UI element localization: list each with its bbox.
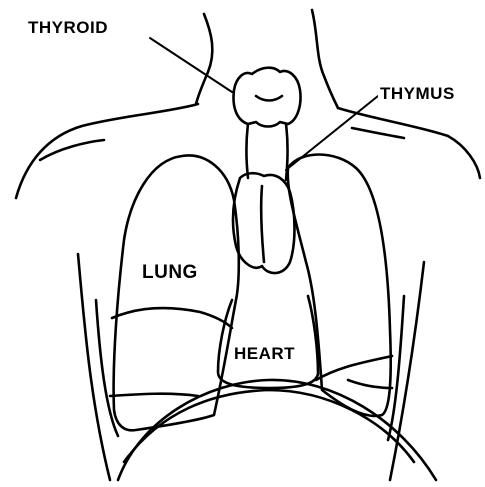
lung-label: LUNG — [140, 262, 200, 283]
neck-right-outline — [312, 10, 338, 108]
thymus-label: THYMUS — [378, 84, 457, 103]
lower-torso-line-right — [348, 380, 392, 388]
shoulder-left-outline — [16, 104, 198, 198]
thyroid-gland — [234, 68, 301, 127]
clavicle-right — [352, 128, 404, 138]
diaphragm-right — [316, 356, 392, 380]
thyroid-label: THYROID — [26, 18, 110, 37]
diaphragm-left — [112, 308, 232, 328]
torso-right-side — [390, 262, 424, 480]
shoulder-right-outline — [338, 108, 480, 178]
thyroid-isthmus — [256, 96, 282, 101]
thyroid-leader-line — [150, 38, 232, 92]
trachea-right — [286, 124, 288, 180]
right-lung-outline — [288, 155, 391, 416]
neck-left-outline — [196, 14, 212, 104]
thymus-lobe-line — [261, 186, 264, 262]
trachea-left — [247, 124, 249, 178]
torso-left-side — [78, 254, 110, 480]
heart-label: HEART — [232, 344, 297, 363]
lower-torso-line-left — [110, 394, 198, 396]
